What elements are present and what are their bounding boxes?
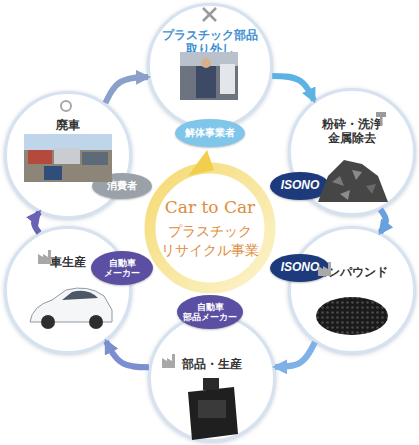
badge-label: 消費者 — [94, 180, 150, 192]
part-detail — [203, 378, 219, 390]
recycle-icon — [61, 101, 71, 111]
step-title: 部品・生産 — [157, 357, 267, 371]
role-badge: 自動車 メーカー — [91, 251, 153, 285]
center-subtitle-text: プラスチック リサイクル事業 — [160, 222, 260, 261]
person — [44, 166, 62, 180]
hammer-icon — [376, 112, 386, 126]
photo-ground — [24, 134, 112, 182]
flow-arrow — [34, 212, 39, 233]
tools-icon — [203, 8, 216, 21]
company-badge: ISONO — [270, 254, 330, 282]
process-circle: 廃車 — [4, 91, 132, 219]
car-illustration — [30, 288, 112, 329]
photo-sky — [180, 52, 238, 66]
badge-label: ISONO — [272, 261, 328, 275]
ring-arrowhead — [188, 150, 214, 176]
photo-sky — [24, 134, 112, 150]
flow-arrow — [105, 77, 148, 103]
car-body — [30, 288, 112, 322]
compound-granules — [316, 297, 388, 335]
factory-icon — [162, 354, 175, 368]
process-circle: プラスチック部品 取り外し — [147, 3, 273, 129]
crushed-plastic — [318, 160, 388, 202]
step-title: プラスチック部品 取り外し — [158, 28, 262, 56]
scrap-car — [28, 150, 52, 164]
center-title: Car to Carプラスチック リサイクル事業 — [150, 196, 270, 261]
flow-arrow — [275, 342, 315, 367]
scrap-car-photo — [24, 134, 112, 182]
hammer-handle — [380, 116, 383, 126]
factory-shape — [38, 250, 51, 264]
worker-head — [201, 58, 211, 68]
flake-pile — [318, 160, 388, 202]
factory-shape — [318, 262, 331, 276]
process-circle: コンパウンド — [288, 226, 416, 354]
badge-label: 自動車 メーカー — [95, 258, 149, 279]
tool-line — [203, 8, 216, 21]
recycle-shape — [61, 101, 71, 111]
step-title: 粉砕・洗浄 金属除去 — [310, 117, 394, 145]
scrap-car — [54, 148, 80, 164]
role-badge: 消費者 — [92, 173, 152, 199]
car-wheel — [41, 315, 55, 329]
car-wheel — [89, 315, 103, 329]
role-badge: 自動車 部品メーカー — [177, 295, 243, 329]
factory-icon — [318, 262, 331, 276]
flake — [332, 176, 344, 186]
factory-icon — [38, 250, 51, 264]
flow-arrow — [106, 341, 149, 367]
center-title-text: Car to Car — [150, 196, 270, 220]
badge-label: ISONO — [272, 179, 328, 193]
flake — [340, 190, 350, 200]
step-title: 廃車 — [13, 118, 123, 132]
factory-shape — [162, 354, 175, 368]
process-circle: 部品・生産 — [148, 314, 276, 442]
plastic-part — [188, 378, 238, 440]
part-body — [188, 387, 238, 440]
tool-line — [203, 8, 216, 21]
scrap-car — [82, 152, 108, 165]
part-detail — [198, 400, 226, 418]
flow-arrow — [272, 76, 314, 101]
removal-photo — [180, 52, 238, 100]
car-door — [220, 64, 235, 94]
hammer-head — [376, 112, 386, 117]
process-circle: 車生産 — [4, 226, 132, 354]
company-badge: ISONO — [270, 172, 330, 200]
cycle-ring — [150, 168, 270, 288]
photo-bg — [180, 52, 238, 100]
badge-label: 解体事業者 — [177, 127, 243, 139]
flake — [352, 170, 362, 180]
badge-label: 自動車 部品メーカー — [180, 302, 240, 323]
car-window — [62, 291, 98, 300]
role-badge: 解体事業者 — [175, 119, 245, 147]
flake — [366, 184, 376, 194]
flow-arrow — [380, 209, 386, 232]
worker — [196, 66, 216, 98]
